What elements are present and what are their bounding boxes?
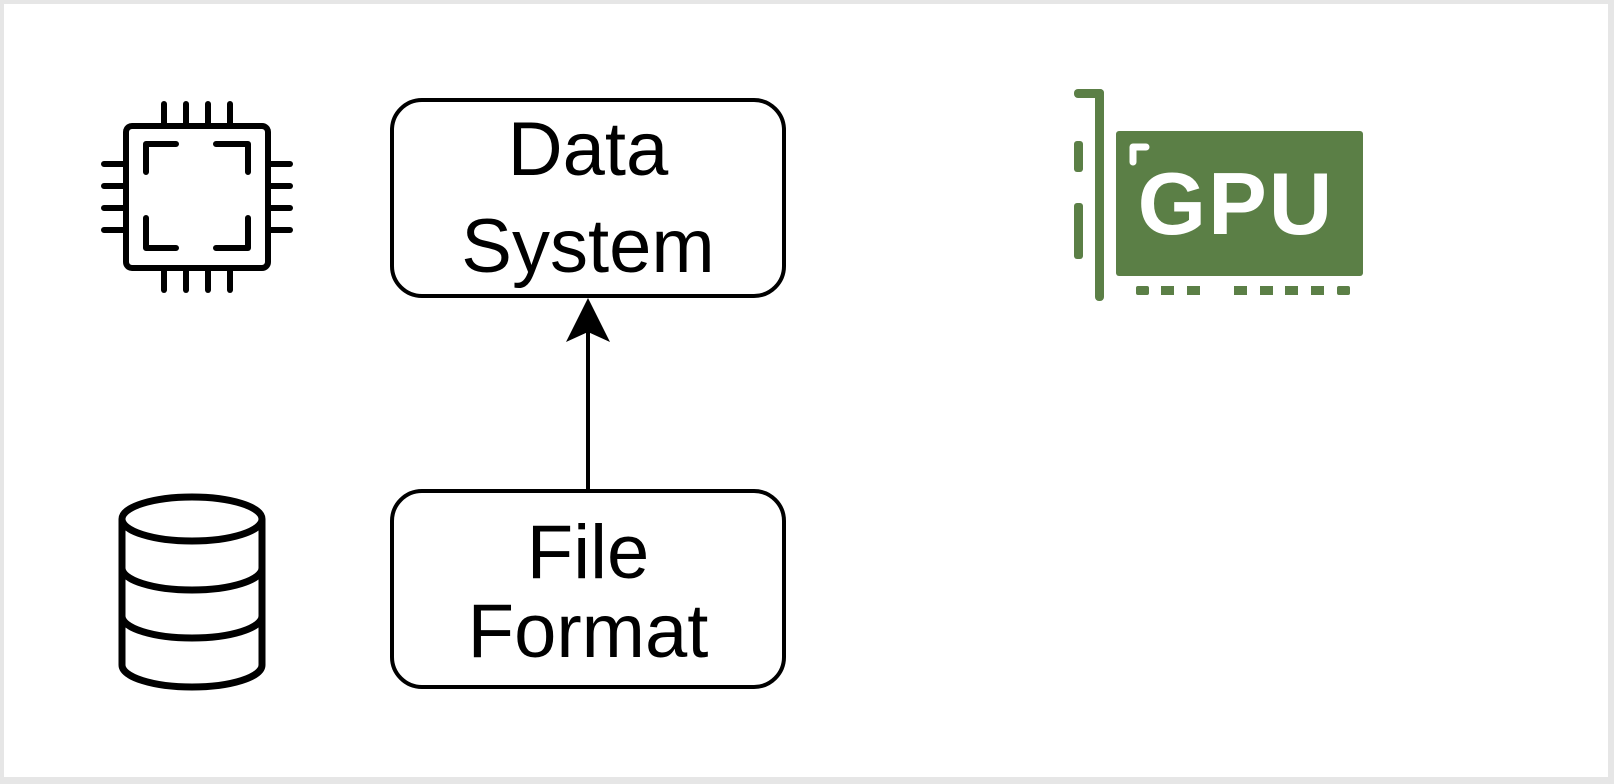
file-format-label-line1: File — [527, 510, 649, 595]
file-format-label-line2: Format — [468, 589, 709, 674]
data-system-label-line2: System — [461, 204, 714, 289]
data-system-node[interactable]: Data System — [390, 98, 786, 298]
file-format-node[interactable]: File Format — [390, 489, 786, 689]
gpu-card-icon: GPU — [1074, 89, 1363, 301]
data-system-label-line1: Data — [508, 107, 669, 192]
cpu-chip-icon — [101, 101, 293, 293]
gpu-label: GPU — [1138, 154, 1335, 253]
arrowhead — [566, 298, 610, 342]
connector-arrow — [566, 298, 610, 491]
database-icon — [118, 493, 266, 691]
